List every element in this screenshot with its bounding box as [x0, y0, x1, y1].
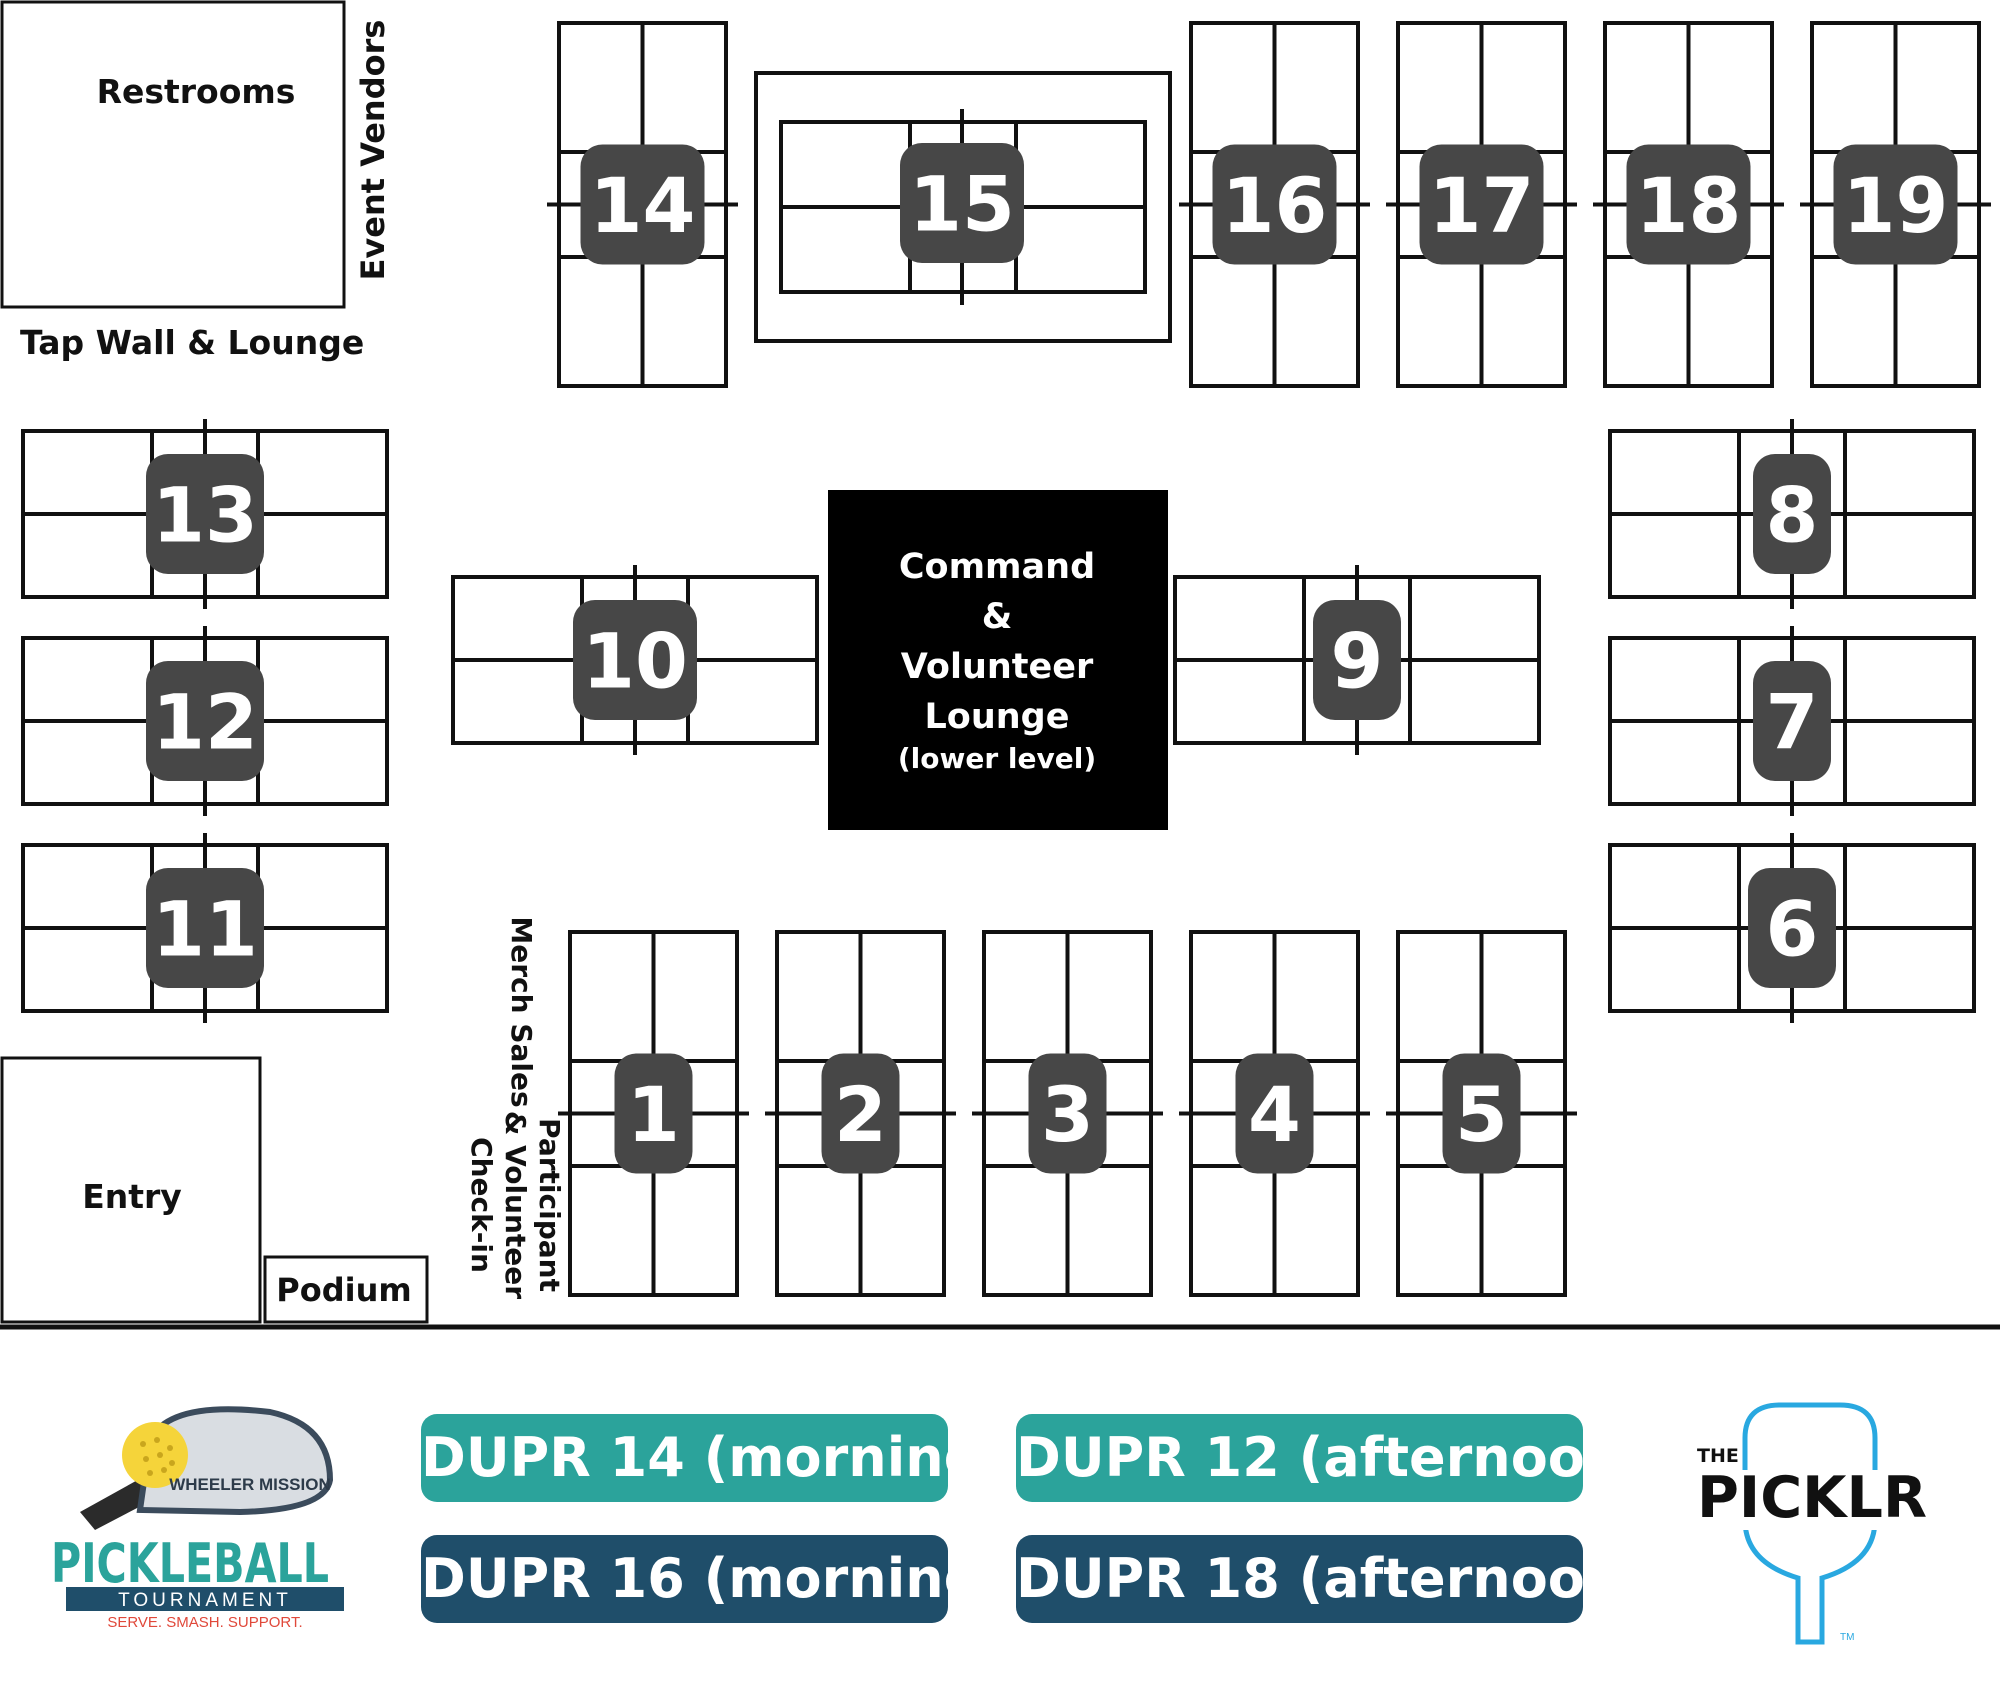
court-badge [1419, 144, 1544, 265]
court-badge [900, 143, 1024, 263]
court-badge [146, 454, 264, 574]
court-number: 19 [1843, 161, 1949, 250]
court-number: 4 [1248, 1070, 1301, 1159]
court-11: 11 [21, 833, 389, 1023]
court-8: 8 [1608, 419, 1976, 609]
restrooms-area [0, 0, 346, 309]
court-badge [1748, 868, 1836, 988]
command-line-3: Volunteer [901, 647, 1094, 687]
court-number: 7 [1766, 677, 1819, 766]
court-10: 10 [451, 565, 819, 755]
wheeler-org-label: WHEELER MISSION [169, 1475, 331, 1494]
court-15: 15 [754, 71, 1172, 343]
checkin-label: Participant & Volunteer Check-in [465, 1111, 566, 1299]
podium-label: Podium [276, 1271, 411, 1309]
command-line-4: Lounge [925, 697, 1070, 737]
court-number: 17 [1429, 161, 1535, 250]
court-number: 1 [627, 1070, 680, 1159]
entry-area [0, 1056, 262, 1324]
picklr-the-label: THE [1697, 1445, 1739, 1467]
checkin-line-3: Check-in [465, 1137, 498, 1273]
court-19: 19 [1800, 21, 1991, 388]
court-12: 12 [21, 626, 389, 816]
court-badge [1313, 600, 1401, 720]
court-number: 10 [582, 616, 688, 705]
court-badge [1442, 1053, 1521, 1174]
wheeler-sub-label: TOURNAMENT [118, 1590, 292, 1611]
court-number: 9 [1331, 616, 1384, 705]
court-badge [1626, 144, 1751, 265]
court-number: 18 [1636, 161, 1742, 250]
court-number: 16 [1222, 161, 1328, 250]
court-badge [614, 1053, 693, 1174]
court-badge [1028, 1053, 1107, 1174]
entry-label: Entry [82, 1177, 182, 1216]
command-lounge-block [828, 490, 1168, 830]
court-14: 14 [547, 21, 738, 388]
court-number: 15 [909, 159, 1015, 248]
event-vendors-label: Event Vendors [354, 20, 392, 281]
court-17: 17 [1386, 21, 1577, 388]
command-line-2: & [982, 597, 1013, 637]
wheeler-mission-logo: WHEELER MISSION PICKLEBALL TOURNAMENT SE… [51, 1406, 344, 1631]
legend-dupr-12: DUPR 12 (afternoon) [1016, 1414, 1648, 1502]
court-number: 14 [590, 161, 696, 250]
court-18: 18 [1593, 21, 1784, 388]
court-badge [1753, 454, 1831, 574]
court-1: 1 [558, 930, 749, 1297]
court-number: 5 [1455, 1070, 1508, 1159]
court-badge [146, 661, 264, 781]
court-16: 16 [1179, 21, 1370, 388]
court-number: 2 [834, 1070, 887, 1159]
court-badge [1212, 144, 1337, 265]
court-badge [1753, 661, 1831, 781]
court-number: 8 [1766, 470, 1819, 559]
podium-area [263, 1255, 429, 1324]
legend-dupr-16: DUPR 16 (morning) [421, 1535, 1007, 1623]
court-2: 2 [765, 930, 956, 1297]
ball-icon [122, 1422, 188, 1488]
wheeler-sub-bar [66, 1587, 344, 1611]
wheeler-word-label: PICKLEBALL [51, 1532, 329, 1595]
court-badge [1235, 1053, 1314, 1174]
picklr-name-label: PICKLR [1697, 1465, 1927, 1531]
wheeler-tagline: SERVE. SMASH. SUPPORT. [107, 1614, 302, 1631]
picklr-text-bg [1690, 1470, 1940, 1530]
command-sub-label: (lower level) [898, 742, 1096, 775]
court-number: 12 [152, 677, 258, 766]
court-number: 6 [1766, 884, 1819, 973]
court-badge [573, 600, 697, 720]
court-badge [1833, 144, 1958, 265]
court-13: 13 [21, 419, 389, 609]
court-number: 3 [1041, 1070, 1094, 1159]
court-badge [146, 868, 264, 988]
court-number: 13 [152, 470, 258, 559]
paddle-icon [136, 1406, 334, 1516]
legend-dupr-14: DUPR 14 (morning) [421, 1414, 1007, 1502]
checkin-line-1: Participant [533, 1118, 566, 1292]
court-7: 7 [1608, 626, 1976, 816]
merch-sales-label: Merch Sales [505, 916, 538, 1107]
picklr-tm-label: TM [1840, 1632, 1854, 1643]
court-number: 11 [152, 884, 258, 973]
tap-wall-label: Tap Wall & Lounge [20, 323, 364, 362]
paddle-outline-icon [1742, 1402, 1878, 1645]
court-badge [821, 1053, 900, 1174]
court-badge [580, 144, 705, 265]
court-9: 9 [1173, 565, 1541, 755]
restrooms-label: Restrooms [97, 72, 296, 111]
court-6: 6 [1608, 833, 1976, 1023]
command-line-1: Command [899, 547, 1095, 587]
legend-dupr-18: DUPR 18 (afternoon) [1016, 1535, 1648, 1623]
checkin-line-2: & Volunteer [499, 1111, 532, 1299]
court-3: 3 [972, 930, 1163, 1297]
picklr-logo: THE PICKLR TM [1690, 1402, 1940, 1645]
court-4: 4 [1179, 930, 1370, 1297]
court-5: 5 [1386, 930, 1577, 1297]
